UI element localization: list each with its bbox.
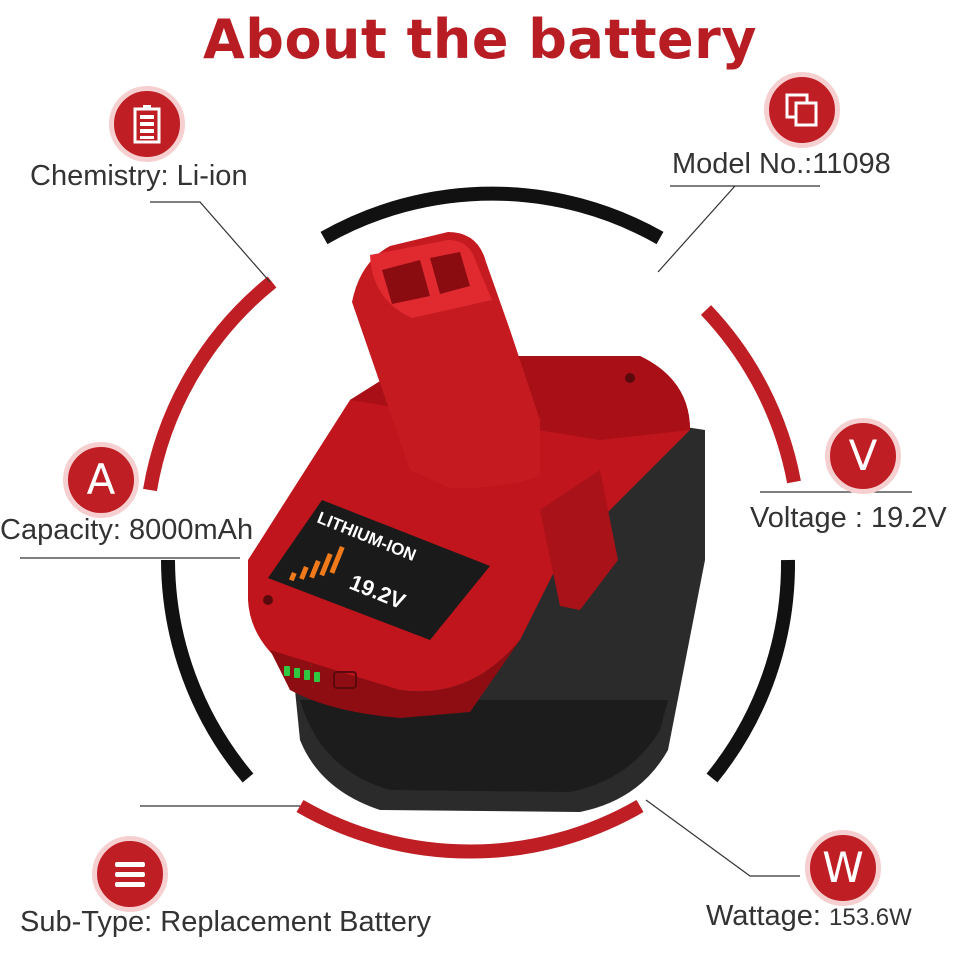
battery-icon (133, 105, 161, 144)
level-bars-icon (289, 546, 345, 582)
chemistry-badge (109, 86, 185, 162)
wattage-letter-icon: W (822, 843, 864, 892)
voltage-spec: Voltage : 19.2V (750, 502, 947, 535)
model-badge (764, 72, 840, 148)
wattage-spec: Wattage: 153.6W (706, 900, 912, 933)
page-title: About the battery (203, 8, 757, 71)
charge-indicator-icon (284, 666, 320, 682)
chemistry-spec: Chemistry: Li-ion (30, 160, 248, 193)
capacity-letter-icon: A (86, 455, 116, 504)
capacity-spec: Capacity: 8000mAh (0, 514, 253, 547)
capacity-badge: A (63, 442, 139, 518)
subtype-value: Replacement Battery (160, 906, 432, 938)
ring-arc-right (706, 559, 796, 783)
ring-arc-top (320, 186, 664, 245)
battery-label (268, 500, 490, 640)
list-icon (115, 862, 145, 887)
model-spec: Model No.:11098 (672, 148, 891, 181)
ring-arc-bottom (296, 799, 644, 859)
wattage-badge: W (805, 830, 881, 906)
ring-arc-upper-right (700, 305, 801, 484)
model-label: Model No.: (672, 148, 813, 180)
copy-icon (785, 93, 818, 127)
capacity-label: Capacity: (0, 514, 129, 546)
voltage-letter-icon: V (848, 431, 878, 480)
charge-button (333, 671, 357, 689)
subtype-spec: Sub-Type: Replacement Battery (20, 906, 431, 939)
battery-latch (540, 470, 618, 610)
capacity-value: 8000mAh (128, 514, 254, 546)
subtype-badge (92, 836, 168, 912)
wattage-label: Wattage: (706, 900, 830, 932)
model-value: 11098 (812, 148, 891, 180)
chemistry-value: Li-ion (176, 160, 248, 192)
leader-lines (20, 185, 912, 877)
chemistry-label: Chemistry: (30, 160, 177, 192)
wattage-value: 153.6W (829, 904, 912, 931)
ring-arc-left (161, 559, 254, 783)
voltage-badge: V (825, 418, 901, 494)
subtype-label: Sub-Type: (20, 906, 161, 938)
voltage-value: 19.2V (870, 502, 947, 534)
voltage-label: Voltage : (750, 502, 871, 534)
ring-arc-upper-left (143, 276, 277, 492)
